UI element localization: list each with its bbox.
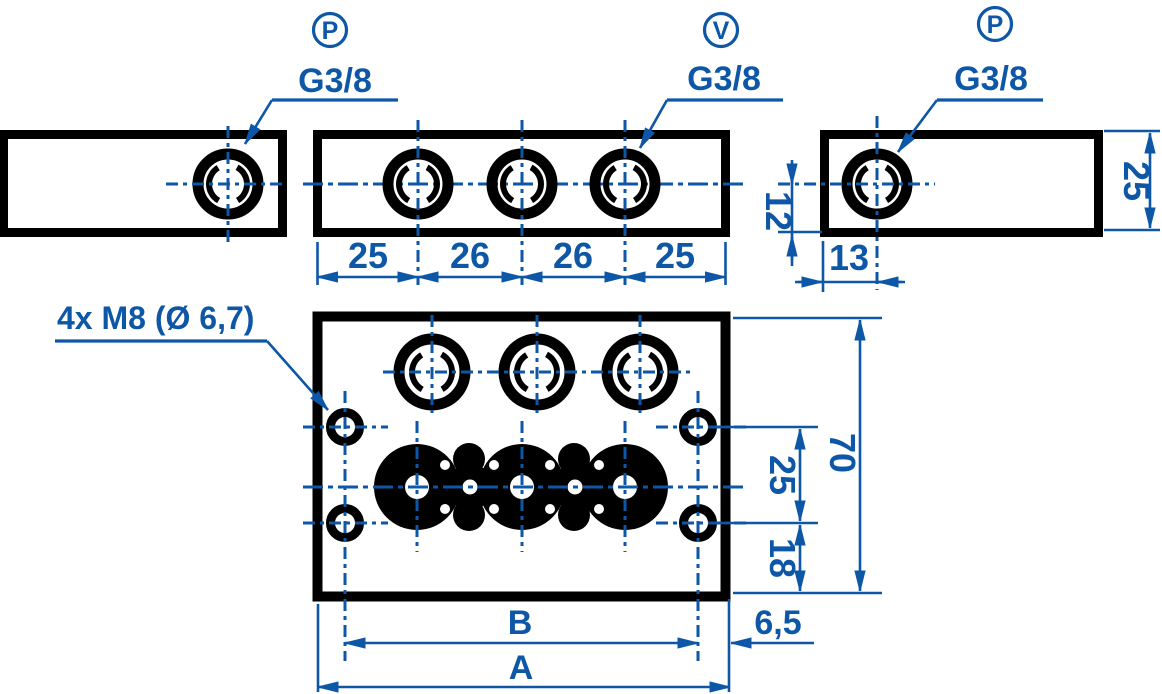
left-port bbox=[166, 126, 286, 244]
plan-top-ports bbox=[383, 315, 690, 413]
left-port-marker: P bbox=[311, 11, 349, 49]
cluster-bore bbox=[440, 460, 450, 470]
dim-label: 25 bbox=[348, 235, 388, 276]
thread-arc bbox=[500, 162, 544, 206]
thread-label: G3/8 bbox=[687, 60, 761, 98]
thread-arc bbox=[396, 162, 440, 206]
cluster-bore bbox=[489, 460, 499, 470]
thread-arc bbox=[603, 162, 647, 206]
dim-label: A bbox=[509, 649, 534, 687]
right-view-dimensions: 12 13 25 bbox=[758, 129, 1160, 292]
dim-label: 25 bbox=[1116, 161, 1157, 201]
front-view: V G3/8 25 26 26 25 bbox=[303, 11, 783, 285]
plan-plate-outline bbox=[312, 311, 731, 602]
thread-label: G3/8 bbox=[954, 60, 1028, 98]
right-port-marker: P bbox=[976, 5, 1014, 43]
right-port bbox=[778, 116, 935, 290]
left-end-view: P G3/8 bbox=[0, 11, 398, 244]
cluster-bore bbox=[545, 504, 555, 514]
leader-arrow bbox=[638, 99, 669, 149]
port-marker-letter: V bbox=[713, 17, 730, 45]
front-dimensions: 25 26 26 25 bbox=[316, 235, 727, 285]
cluster-bore bbox=[489, 504, 499, 514]
front-port-3 bbox=[589, 120, 661, 285]
cluster-bore bbox=[594, 504, 604, 514]
marker-circle bbox=[311, 11, 349, 49]
mounting-label: 4x M8 (Ø 6,7) bbox=[57, 300, 254, 336]
marker-circle bbox=[702, 11, 740, 49]
port-marker-letter: P bbox=[987, 11, 1004, 39]
valve-interface-cluster bbox=[303, 421, 748, 552]
dim-label: 13 bbox=[829, 237, 869, 278]
dim-label: B bbox=[508, 604, 533, 642]
dim-label: 25 bbox=[655, 235, 695, 276]
cluster-bore bbox=[440, 504, 450, 514]
dim-label: 6,5 bbox=[754, 604, 801, 642]
front-port-marker: V bbox=[702, 11, 740, 49]
dim-label: 25 bbox=[762, 455, 803, 495]
plan-right-dimensions: 25 18 70 bbox=[712, 316, 882, 595]
dim-label: 12 bbox=[758, 191, 799, 231]
front-port-2 bbox=[486, 120, 558, 285]
left-plate-outline bbox=[0, 130, 287, 237]
left-thread-callout: G3/8 bbox=[243, 62, 398, 145]
right-end-view: P G3/8 12 13 25 bbox=[758, 5, 1160, 292]
dim-label: 26 bbox=[450, 235, 490, 276]
dim-label: 18 bbox=[762, 538, 803, 578]
plan-bottom-dimensions: B 6,5 A bbox=[316, 599, 814, 693]
port-marker-letter: P bbox=[322, 17, 339, 45]
leader-arrow bbox=[266, 340, 329, 411]
front-thread-callout: G3/8 bbox=[638, 60, 783, 149]
right-thread-callout: G3/8 bbox=[896, 60, 1043, 153]
cluster-bore bbox=[594, 460, 604, 470]
dim-label: 70 bbox=[822, 433, 863, 473]
leader-arrow bbox=[896, 99, 939, 153]
plan-view: 4x M8 (Ø 6,7) 25 18 70 B 6,5 A bbox=[55, 300, 882, 693]
thread-label: G3/8 bbox=[298, 62, 372, 100]
dim-label: 26 bbox=[553, 235, 593, 276]
mounting-callout: 4x M8 (Ø 6,7) bbox=[55, 300, 329, 411]
cluster-bore bbox=[545, 460, 555, 470]
front-port-1 bbox=[382, 120, 454, 285]
leader-arrow bbox=[243, 99, 274, 145]
marker-circle bbox=[976, 5, 1014, 43]
